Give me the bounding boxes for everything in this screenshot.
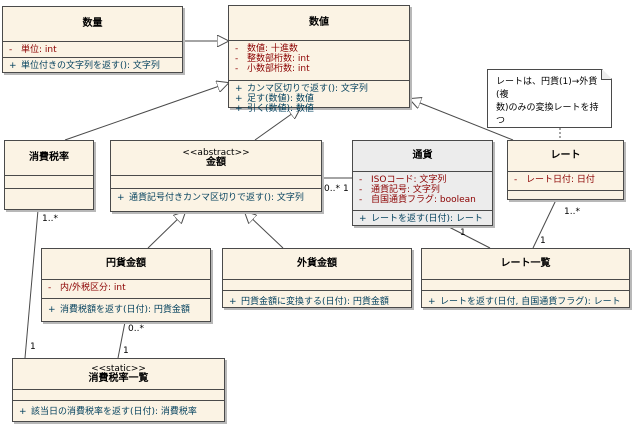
stereotype: <<abstract>> [182, 148, 250, 158]
class-kingaku[interactable]: <<abstract>> 金額 +通貨記号付きカンマ区切りで返す(): 文字列 [110, 140, 322, 212]
note-line: 数)のみの変換レートを持つ [496, 103, 599, 126]
class-name: レート [508, 141, 623, 172]
operation: +レートを返す(日付, 自国通貨フラグ): レート [428, 297, 621, 307]
attribute: -ISOコード: 文字列 [359, 175, 447, 185]
attribute: -整数部桁数: int [235, 54, 310, 64]
attribute: -通貨記号: 文字列 [359, 185, 440, 195]
attribute: -小数部桁数: int [235, 64, 310, 74]
attribute: -内/外税区分: int [48, 283, 126, 293]
attribute: -自国通貨フラグ: boolean [359, 195, 476, 205]
multiplicity: 1 [343, 184, 349, 194]
class-name: レート一覧 [422, 249, 629, 280]
class-name: 金額 [206, 157, 226, 168]
gen-gaika-kingaku [245, 212, 284, 249]
operation: +カンマ区切りで返す(): 文字列 [235, 84, 368, 94]
multiplicity: 1 [30, 342, 36, 352]
gen-kingaku-suchi [254, 108, 300, 141]
operation: +消費税額を返す(日付): 円貨金額 [48, 305, 190, 315]
class-name: 外貨金額 [223, 249, 411, 280]
class-enkakingaku[interactable]: 円貨金額 -内/外税区分: int +消費税額を返す(日付): 円貨金額 [41, 248, 211, 322]
class-name: 数量 [3, 7, 182, 42]
operation: +円貨金額に変換する(日付): 円貨金額 [229, 297, 389, 307]
gen-enka-kingaku [147, 212, 185, 249]
multiplicity: 1..* [42, 214, 58, 224]
class-name: 円貨金額 [42, 249, 210, 280]
class-suchi[interactable]: 数値 -数値: 十進数 -整数部桁数: int -小数部桁数: int +カンマ… [228, 5, 410, 114]
class-gaikakingaku[interactable]: 外貨金額 +円貨金額に変換する(日付): 円貨金額 [222, 248, 412, 308]
attribute: -レート日付: 日付 [514, 175, 595, 185]
multiplicity: 0..* [324, 184, 340, 194]
operation: +足す(数値): 数値 [235, 94, 314, 104]
class-shohizeiritsu[interactable]: 消費税率 [4, 140, 94, 210]
note-fold [601, 70, 611, 80]
assoc-shohizei-ichiran [24, 209, 39, 359]
multiplicity: 1 [460, 228, 466, 238]
multiplicity: 1 [540, 236, 546, 246]
class-shohizeiritsuichiran[interactable]: <<static>> 消費税率一覧 +該当日の消費税率を返す(日付): 消費税率 [12, 358, 225, 422]
class-name: 消費税率一覧 [88, 373, 149, 384]
stereotype: <<static>> [91, 364, 146, 374]
class-rate[interactable]: レート -レート日付: 日付 [507, 140, 624, 200]
operation: +引く(数値): 数値 [235, 104, 314, 114]
note[interactable]: レートは、円貨(1)→外貨(複 数)のみの変換レートを持つ 前提 [487, 69, 612, 128]
assoc-tsuka-rateichiran [446, 225, 491, 249]
class-name: 数値 [229, 6, 409, 41]
class-rateichiran[interactable]: レート一覧 +レートを返す(日付, 自国通貨フラグ): レート [421, 248, 630, 308]
operation: +通貨記号付きカンマ区切りで返す(): 文字列 [117, 193, 304, 203]
class-tsuka[interactable]: 通貨 -ISOコード: 文字列 -通貨記号: 文字列 -自国通貨フラグ: boo… [352, 140, 493, 226]
assoc-enka-ichiran [117, 321, 126, 359]
multiplicity: 0..* [128, 324, 144, 334]
class-name: 消費税率 [5, 141, 93, 176]
multiplicity: 1 [123, 346, 129, 356]
attribute: -単位: int [9, 45, 57, 55]
operation: +レートを返す(日付): レート [359, 214, 483, 224]
class-name: 通貨 [353, 141, 492, 172]
operation: +該当日の消費税率を返す(日付): 消費税率 [19, 407, 197, 417]
note-line: レートは、円貨(1)→外貨(複 [496, 77, 598, 100]
class-suryo[interactable]: 数量 -単位: int +単位付きの文字列を返す(): 文字列 [2, 6, 183, 73]
multiplicity: 1..* [564, 207, 580, 217]
attribute: -数値: 十進数 [235, 44, 298, 54]
gen-rate-suchi [410, 99, 514, 141]
assoc-rate-rateichiran [532, 199, 557, 249]
operation: +単位付きの文字列を返す(): 文字列 [9, 61, 160, 71]
gen-shohizeiritsu-suchi [64, 83, 228, 141]
